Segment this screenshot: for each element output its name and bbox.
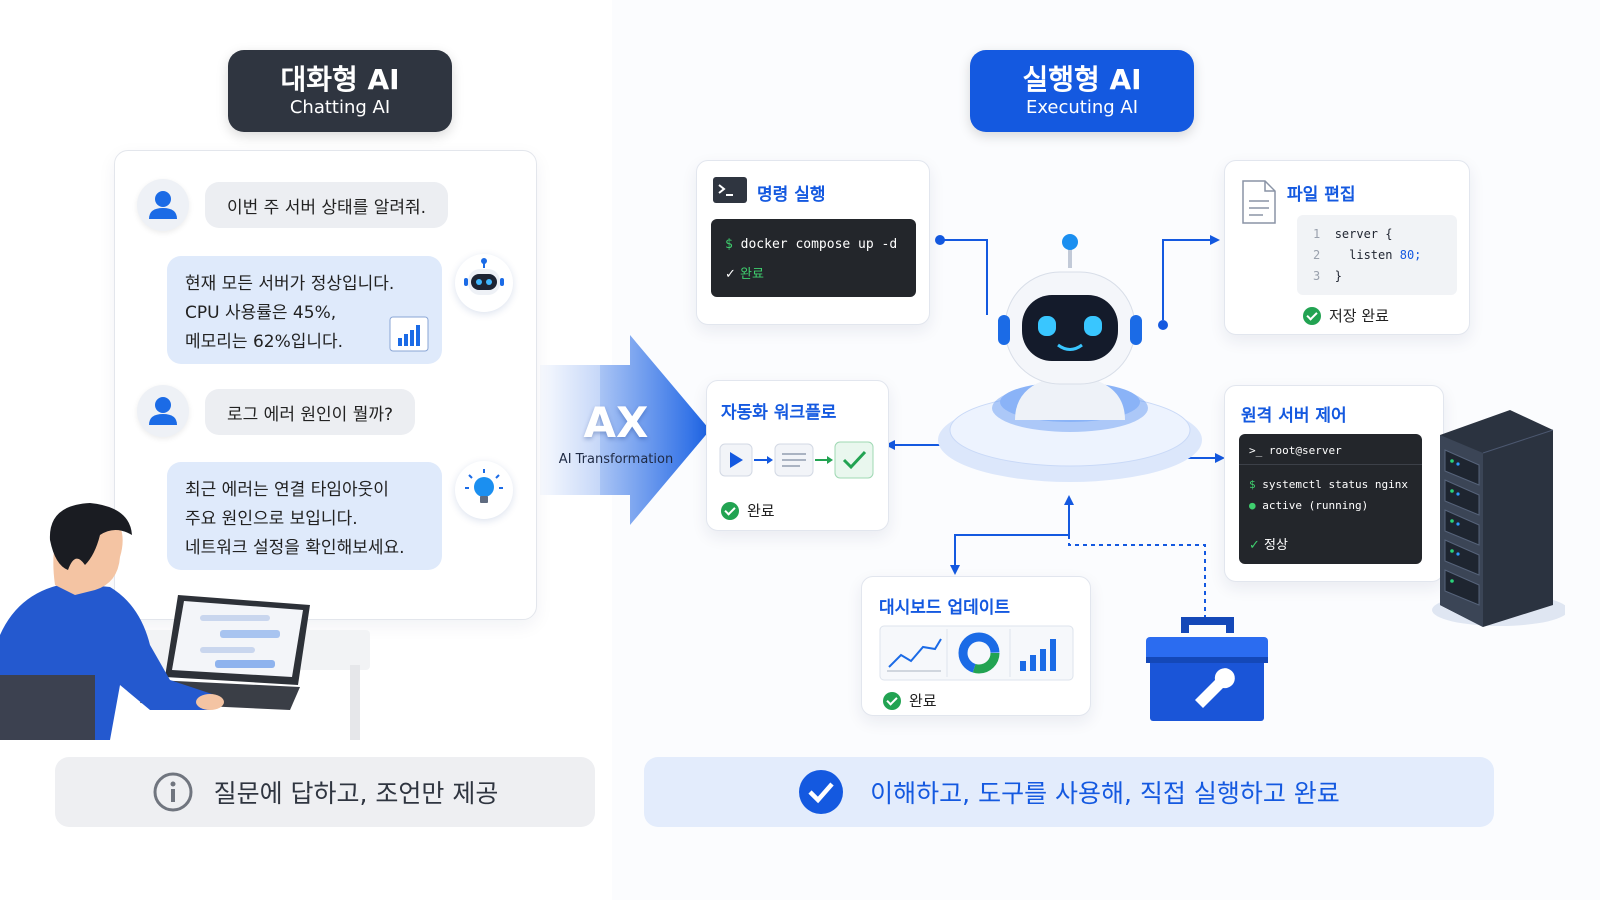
- status-text: 완료: [909, 692, 937, 710]
- card-title: 파일 편집: [1287, 185, 1356, 205]
- ai-reply-line: 네트워크 설정을 확인해보세요.: [185, 538, 405, 558]
- ai-reply-line: 메모리는 62%입니다.: [185, 332, 344, 352]
- card-title: 명령 실행: [757, 185, 826, 205]
- ai-reply-1: 현재 모든 서버가 정상입니다. CPU 사용률은 45%, 메모리는 62%입…: [167, 256, 442, 364]
- user-message-1: 이번 주 서버 상태를 알려줘.: [205, 182, 449, 228]
- dashboard-update-card: 대시보드 업데이트 완료: [861, 576, 1091, 716]
- check-circle-icon: [721, 501, 739, 520]
- card-title: 자동화 워크플로: [721, 403, 837, 423]
- check-circle-icon: [883, 691, 901, 710]
- automation-workflow-card: 자동화 워크플로 완료: [706, 380, 889, 531]
- remote-server-card: 원격 서버 제어 >_ root@server $ systemctl stat…: [1224, 385, 1444, 582]
- check-icon: ✓: [725, 267, 736, 282]
- workflow-status: 완료: [721, 500, 775, 521]
- header-subtitle: Executing AI: [1025, 97, 1139, 118]
- card-title: 원격 서버 제어: [1241, 406, 1347, 426]
- line-number: 2: [1313, 248, 1321, 262]
- check-circle-icon: [799, 770, 844, 814]
- bar-chart-icon: [389, 316, 429, 352]
- status-text: 정상: [1264, 538, 1288, 553]
- ai-reply-line: 현재 모든 서버가 정상입니다.: [185, 274, 395, 294]
- prompt-symbol: $: [725, 237, 733, 252]
- command-text: systemctl status nginx: [1262, 478, 1408, 491]
- file-status: 저장 완료: [1303, 305, 1389, 326]
- code-line: server {: [1334, 227, 1393, 241]
- header-title: 실행형 AI: [1022, 63, 1142, 96]
- prompt-symbol: $: [1249, 478, 1256, 491]
- user-message-2: 로그 에러 원인이 뭘까?: [205, 389, 415, 435]
- dashboard-status: 완료: [883, 690, 937, 711]
- document-icon: [1242, 180, 1276, 224]
- card-title: 대시보드 업데이트: [879, 598, 1011, 618]
- line-number: 3: [1313, 269, 1321, 283]
- terminal-icon: [713, 177, 747, 203]
- executing-robot-illustration: [938, 234, 1202, 482]
- person-at-laptop-illustration: [0, 503, 370, 740]
- code-value: 80;: [1399, 248, 1422, 262]
- chat-panel: 이번 주 서버 상태를 알려줘. 현재 모든 서버가 정상입니다. CPU 사용…: [114, 150, 537, 620]
- command-text: docker compose up -d: [740, 237, 898, 252]
- info-icon: [153, 772, 193, 812]
- user-avatar-icon: [137, 179, 189, 231]
- ax-subtitle: AI Transformation: [558, 452, 674, 467]
- server-rack-icon: [1432, 410, 1565, 627]
- code-line: }: [1334, 269, 1342, 283]
- workflow-steps-icon: [719, 441, 874, 479]
- toolbox-icon: [1146, 617, 1268, 721]
- check-icon: ✓: [1249, 538, 1260, 553]
- executing-ai-header: 실행형 AI Executing AI: [970, 50, 1194, 132]
- header-subtitle: Chatting AI: [289, 97, 391, 118]
- user-avatar-icon: [137, 385, 189, 437]
- summary-text: 질문에 답하고, 조언만 제공: [213, 779, 499, 808]
- file-edit-card: 파일 편집 1 server { 2 listen 80; 3 } 저장 완료: [1224, 160, 1470, 335]
- ai-reply-line: 최근 에러는 연결 타임아웃이: [185, 480, 389, 500]
- terminal-host: >_ root@server: [1249, 444, 1342, 457]
- command-run-card: 명령 실행 $ docker compose up -d ✓ 완료: [696, 160, 930, 325]
- command-output: active (running): [1262, 499, 1369, 512]
- chatting-ai-header: 대화형 AI Chatting AI: [228, 50, 452, 132]
- chatting-ai-summary: 질문에 답하고, 조언만 제공: [55, 757, 595, 827]
- summary-text: 이해하고, 도구를 사용해, 직접 실행하고 완료: [870, 779, 1340, 808]
- ai-reply-line: CPU 사용률은 45%,: [185, 303, 337, 323]
- status-text: 저장 완료: [1329, 307, 1389, 325]
- terminal-divider: [1239, 464, 1422, 465]
- lightbulb-icon: [455, 461, 513, 519]
- line-number: 1: [1313, 227, 1321, 241]
- dashboard-charts-icon: [879, 625, 1074, 681]
- executing-ai-summary: 이해하고, 도구를 사용해, 직접 실행하고 완료: [644, 757, 1494, 827]
- code-line: listen: [1334, 248, 1400, 262]
- ai-reply-line: 주요 원인으로 보입니다.: [185, 509, 358, 529]
- check-circle-icon: [1303, 306, 1321, 325]
- ai-reply-2: 최근 에러는 연결 타임아웃이 주요 원인으로 보입니다. 네트워크 설정을 확…: [167, 462, 442, 570]
- status-text: 완료: [747, 502, 775, 520]
- transformation-arrow: [600, 335, 710, 525]
- header-title: 대화형 AI: [280, 63, 400, 96]
- command-status: 완료: [740, 267, 764, 282]
- ax-title: AX: [583, 398, 649, 447]
- ai-robot-icon: [455, 254, 513, 312]
- code-editor: 1 server { 2 listen 80; 3 }: [1297, 215, 1457, 295]
- command-terminal: $ docker compose up -d ✓ 완료: [711, 219, 916, 297]
- remote-terminal: >_ root@server $ systemctl status nginx …: [1239, 434, 1422, 564]
- status-dot-icon: ●: [1249, 499, 1256, 512]
